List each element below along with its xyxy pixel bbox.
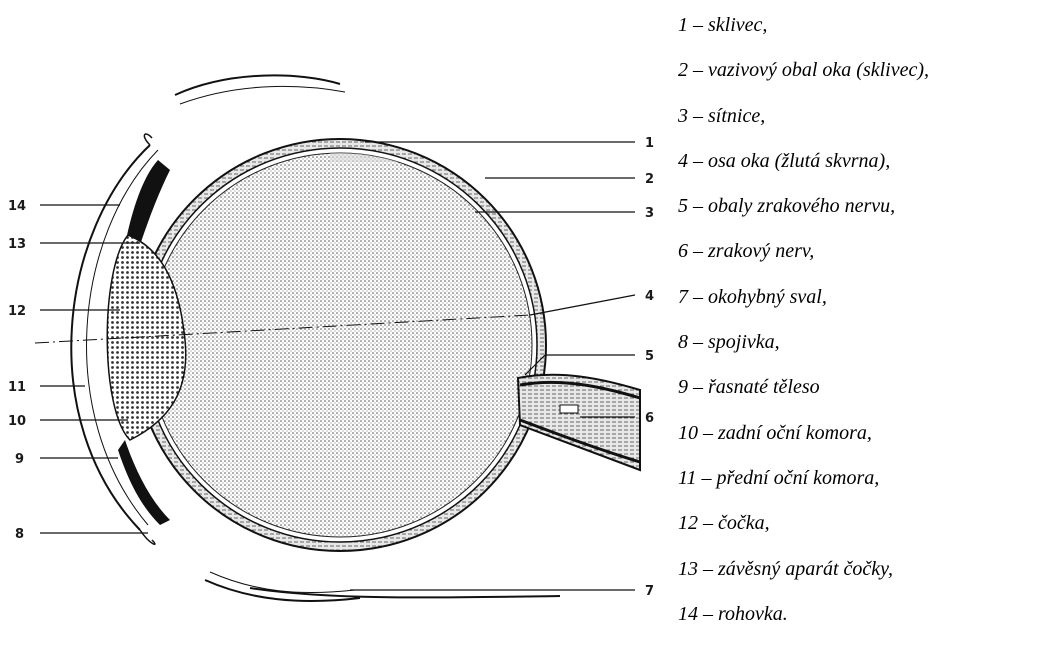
legend-item-8: 8 – spojivka, (678, 331, 929, 376)
label-5: 5 (645, 349, 654, 364)
label-7: 7 (645, 584, 654, 599)
legend-list: 1 – sklivec, 2 – vazivový obal oka (skli… (678, 14, 929, 648)
label-10: 10 (8, 414, 26, 429)
legend-item-14: 14 – rohovka. (678, 603, 929, 648)
label-6: 6 (645, 411, 654, 426)
ciliary-body-top (125, 160, 170, 245)
legend-item-10: 10 – zadní oční komora, (678, 422, 929, 467)
label-11: 11 (8, 380, 26, 395)
label-14: 14 (8, 199, 26, 214)
conjunctiva-bottom (205, 580, 360, 601)
legend-item-12: 12 – čočka, (678, 512, 929, 557)
label-8: 8 (15, 527, 24, 542)
conjunctiva-top (175, 75, 340, 95)
label-9: 9 (15, 452, 24, 467)
legend-item-4: 4 – osa oka (žlutá skvrna), (678, 150, 929, 195)
legend-item-7: 7 – okohybný sval, (678, 286, 929, 331)
optic-nerve (518, 375, 640, 470)
legend-item-9: 9 – řasnaté těleso (678, 376, 929, 421)
legend-item-2: 2 – vazivový obal oka (sklivec), (678, 59, 929, 104)
legend-item-11: 11 – přední oční komora, (678, 467, 929, 512)
label-4: 4 (645, 289, 654, 304)
label-3: 3 (645, 206, 654, 221)
legend-item-5: 5 – obaly zrakového nervu, (678, 195, 929, 240)
legend-item-1: 1 – sklivec, (678, 14, 929, 59)
label-1: 1 (645, 136, 654, 151)
label-12: 12 (8, 304, 26, 319)
label-2: 2 (645, 172, 654, 187)
legend-item-3: 3 – sítnice, (678, 105, 929, 150)
legend-item-13: 13 – závěsný aparát čočky, (678, 558, 929, 603)
eye-cross-section-diagram: 1 2 3 4 5 6 7 8 9 10 11 12 13 14 (0, 0, 670, 635)
legend-item-6: 6 – zrakový nerv, (678, 240, 929, 285)
label-13: 13 (8, 237, 26, 252)
